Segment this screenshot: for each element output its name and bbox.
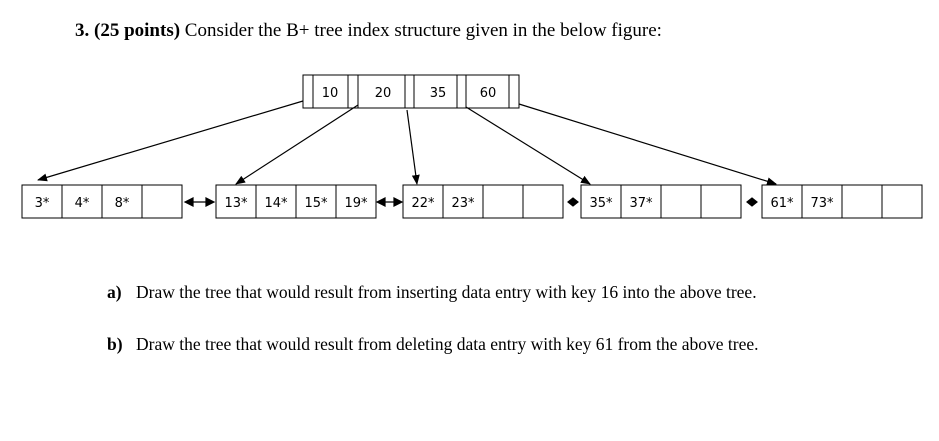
leaf-slot	[335, 184, 377, 219]
part-b: b) Draw the tree that would result from …	[107, 331, 832, 357]
pointer-arrow	[518, 103, 777, 186]
question-text: Consider the B+ tree index structure giv…	[184, 20, 662, 41]
leaf-slot	[482, 184, 524, 219]
leaf-slot	[700, 184, 742, 219]
leaf-entry: 23*	[451, 196, 475, 211]
leaf-node: 3* 4* 8*	[21, 184, 183, 219]
root-node	[302, 74, 520, 109]
leaf-slot	[660, 184, 702, 219]
leaf-node: 35* 37*	[580, 184, 742, 219]
root-key: 10	[322, 86, 339, 101]
part-label: a)	[107, 282, 122, 302]
question-points: (25 points)	[94, 20, 181, 41]
leaf-entry: 15*	[304, 196, 328, 211]
root-key: 60	[480, 86, 497, 101]
leaf-node: 61* 73*	[761, 184, 923, 219]
question-number: 3.	[75, 20, 90, 41]
root-key: 35	[430, 86, 447, 101]
part-text: Draw the tree that would result from del…	[136, 334, 759, 354]
leaf-entry: 13*	[224, 196, 248, 211]
leaf-slot	[141, 184, 183, 219]
child-pointer-arrows	[37, 100, 777, 186]
leaf-entry: 22*	[411, 196, 435, 211]
question-heading: 3. (25 points) Consider the B+ tree inde…	[75, 20, 662, 42]
pointer-arrow	[465, 106, 591, 185]
leaf-entry: 8*	[115, 196, 130, 211]
leaf-node: 22* 23*	[402, 184, 564, 219]
sibling-links	[183, 197, 758, 207]
bplus-tree-diagram: 10 20 35 60 3*4*8*13*14*15*19*22*23*35*3…	[21, 74, 923, 219]
leaf-node: 13* 14* 15* 19*	[215, 184, 377, 219]
root-key: 20	[375, 86, 392, 101]
leaf-slot	[881, 184, 923, 219]
pointer-arrow	[406, 109, 420, 185]
leaf-entry: 14*	[264, 196, 288, 211]
leaf-entry: 35*	[589, 196, 613, 211]
pointer-arrow	[37, 100, 304, 182]
part-text: Draw the tree that would result from ins…	[136, 282, 757, 302]
leaf-entry: 4*	[75, 196, 90, 211]
part-a: a) Draw the tree that would result from …	[107, 279, 832, 305]
leaf-entry: 19*	[344, 196, 368, 211]
leaf-slot	[522, 184, 564, 219]
pointer-arrow	[235, 104, 359, 185]
leaf-entry: 61*	[770, 196, 794, 211]
leaf-entry: 73*	[810, 196, 834, 211]
leaf-entry: 3*	[35, 196, 50, 211]
leaf-entry: 37*	[629, 196, 653, 211]
leaf-slot	[841, 184, 883, 219]
part-label: b)	[107, 334, 123, 354]
